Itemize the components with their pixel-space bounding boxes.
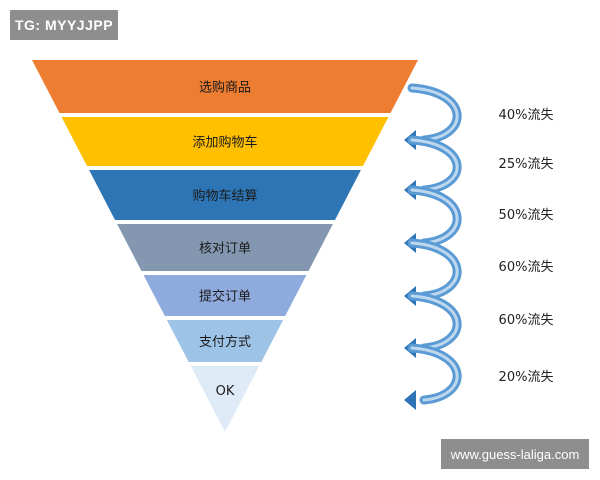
loss-label: 60%流失 [498, 313, 554, 328]
loss-arrow [407, 238, 462, 301]
funnel-stage-6 [166, 320, 284, 362]
funnel-stage-label: 选购商品 [199, 80, 251, 96]
loss-label: 50%流失 [498, 208, 554, 223]
loss-arrow [407, 343, 462, 405]
loss-arrow [407, 83, 462, 145]
loss-label: 40%流失 [498, 108, 554, 123]
loss-arrow [407, 291, 462, 353]
loss-arrow-highlight [410, 241, 459, 298]
funnel-stage-3 [89, 170, 361, 220]
loss-arrow-highlight [410, 346, 459, 402]
funnel-stage-1 [32, 60, 418, 113]
funnel-stage-label: OK [216, 384, 235, 399]
loss-label: 20%流失 [498, 370, 554, 385]
funnel-stage-label: 购物车结算 [192, 188, 257, 204]
funnel-stage-label: 提交订单 [199, 289, 251, 305]
funnel-stage-7 [190, 366, 260, 432]
funnel-stage-2 [61, 117, 389, 166]
funnel-stage-label: 支付方式 [199, 334, 251, 350]
loss-arrow-head [404, 390, 416, 410]
loss-label: 60%流失 [498, 260, 554, 275]
funnel-stage-label: 添加购物车 [192, 135, 257, 151]
loss-arrow-highlight [410, 294, 459, 350]
watermark-bottom-right: www.guess-laliga.com [441, 439, 589, 469]
loss-arrow-highlight [410, 86, 459, 142]
loss-arrow-highlight [410, 188, 459, 245]
funnel-stage-label: 核对订单 [199, 242, 251, 257]
loss-label: 25%流失 [498, 157, 554, 172]
funnel-stage-5 [143, 275, 307, 316]
funnel-stage-4 [117, 224, 333, 271]
watermark-top-left: TG: MYYJJPP [10, 10, 118, 40]
loss-arrow [407, 185, 462, 248]
loss-arrow [407, 135, 462, 195]
loss-arrow-highlight [410, 138, 459, 192]
